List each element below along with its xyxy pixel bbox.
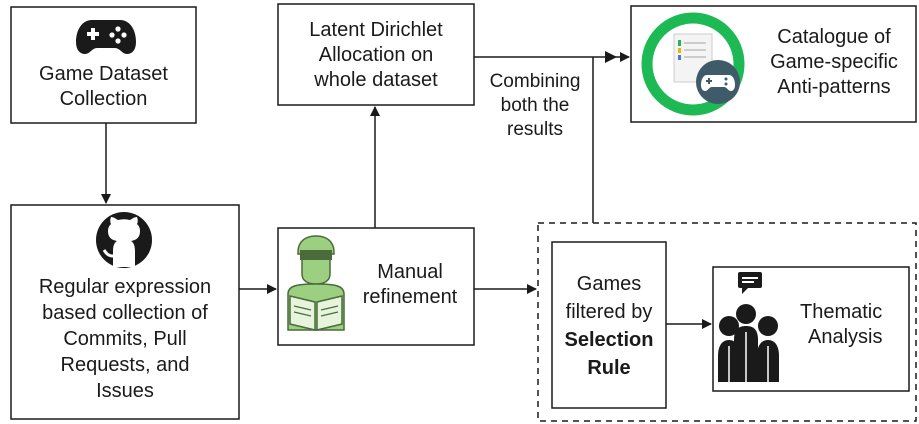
regex-line: Requests, and: [60, 354, 190, 376]
regex-line: Commits, Pull: [63, 328, 187, 350]
combining-edge-label: Combining both the results: [478, 70, 592, 142]
manual-refinement-label: Manual refinement: [356, 260, 464, 310]
manual-line: Manual: [377, 261, 443, 283]
group-discussion-icon: [718, 272, 779, 382]
dashed-group-box: [537, 222, 917, 422]
github-icon: [96, 212, 152, 268]
manual-line: refinement: [362, 286, 458, 308]
lda-line: Latent Dirichlet: [309, 19, 443, 41]
game-dataset-line1: Game Dataset: [39, 63, 168, 85]
selection-rule-bold: Selection: [564, 329, 654, 351]
catalogue-label: Catalogue of Game-specific Anti-patterns: [752, 25, 916, 100]
thematic-line: Thematic: [800, 301, 883, 323]
thematic-line: Analysis: [808, 326, 883, 348]
lda-label: Latent Dirichlet Allocation on whole dat…: [278, 18, 474, 93]
catalogue-line: Anti-patterns: [777, 76, 891, 98]
catalogue-line: Game-specific: [770, 51, 898, 73]
gamepad-icon: [76, 20, 136, 54]
lda-line: whole dataset: [314, 69, 438, 91]
combining-line: results: [507, 119, 563, 140]
regex-line: Regular expression: [38, 276, 212, 298]
games-filtered-line: Games: [576, 273, 642, 295]
catalogue-line: Catalogue of: [777, 26, 891, 48]
regex-line: based collection of: [42, 302, 208, 324]
games-filtered-box: [551, 241, 667, 409]
double-arrowhead: [605, 51, 617, 63]
game-dataset-line2: Collection: [59, 88, 148, 110]
lda-box: [277, 3, 475, 106]
reader-icon: [287, 235, 345, 331]
catalogue-gamepad-icon: [641, 12, 745, 116]
regex-collection-label: Regular expression based collection of C…: [11, 274, 239, 404]
games-filtered-line: filtered by: [565, 301, 653, 323]
combining-line: Combining: [489, 71, 581, 92]
thematic-analysis-label: Thematic Analysis: [800, 300, 908, 350]
games-filtered-label: Games filtered by Selection Rule: [552, 270, 666, 382]
game-dataset-label: Game Dataset Collection: [11, 62, 196, 112]
lda-line: Allocation on: [318, 44, 434, 66]
combining-line: both the: [500, 95, 570, 116]
selection-rule-bold: Rule: [587, 357, 631, 379]
regex-line: Issues: [96, 380, 154, 402]
